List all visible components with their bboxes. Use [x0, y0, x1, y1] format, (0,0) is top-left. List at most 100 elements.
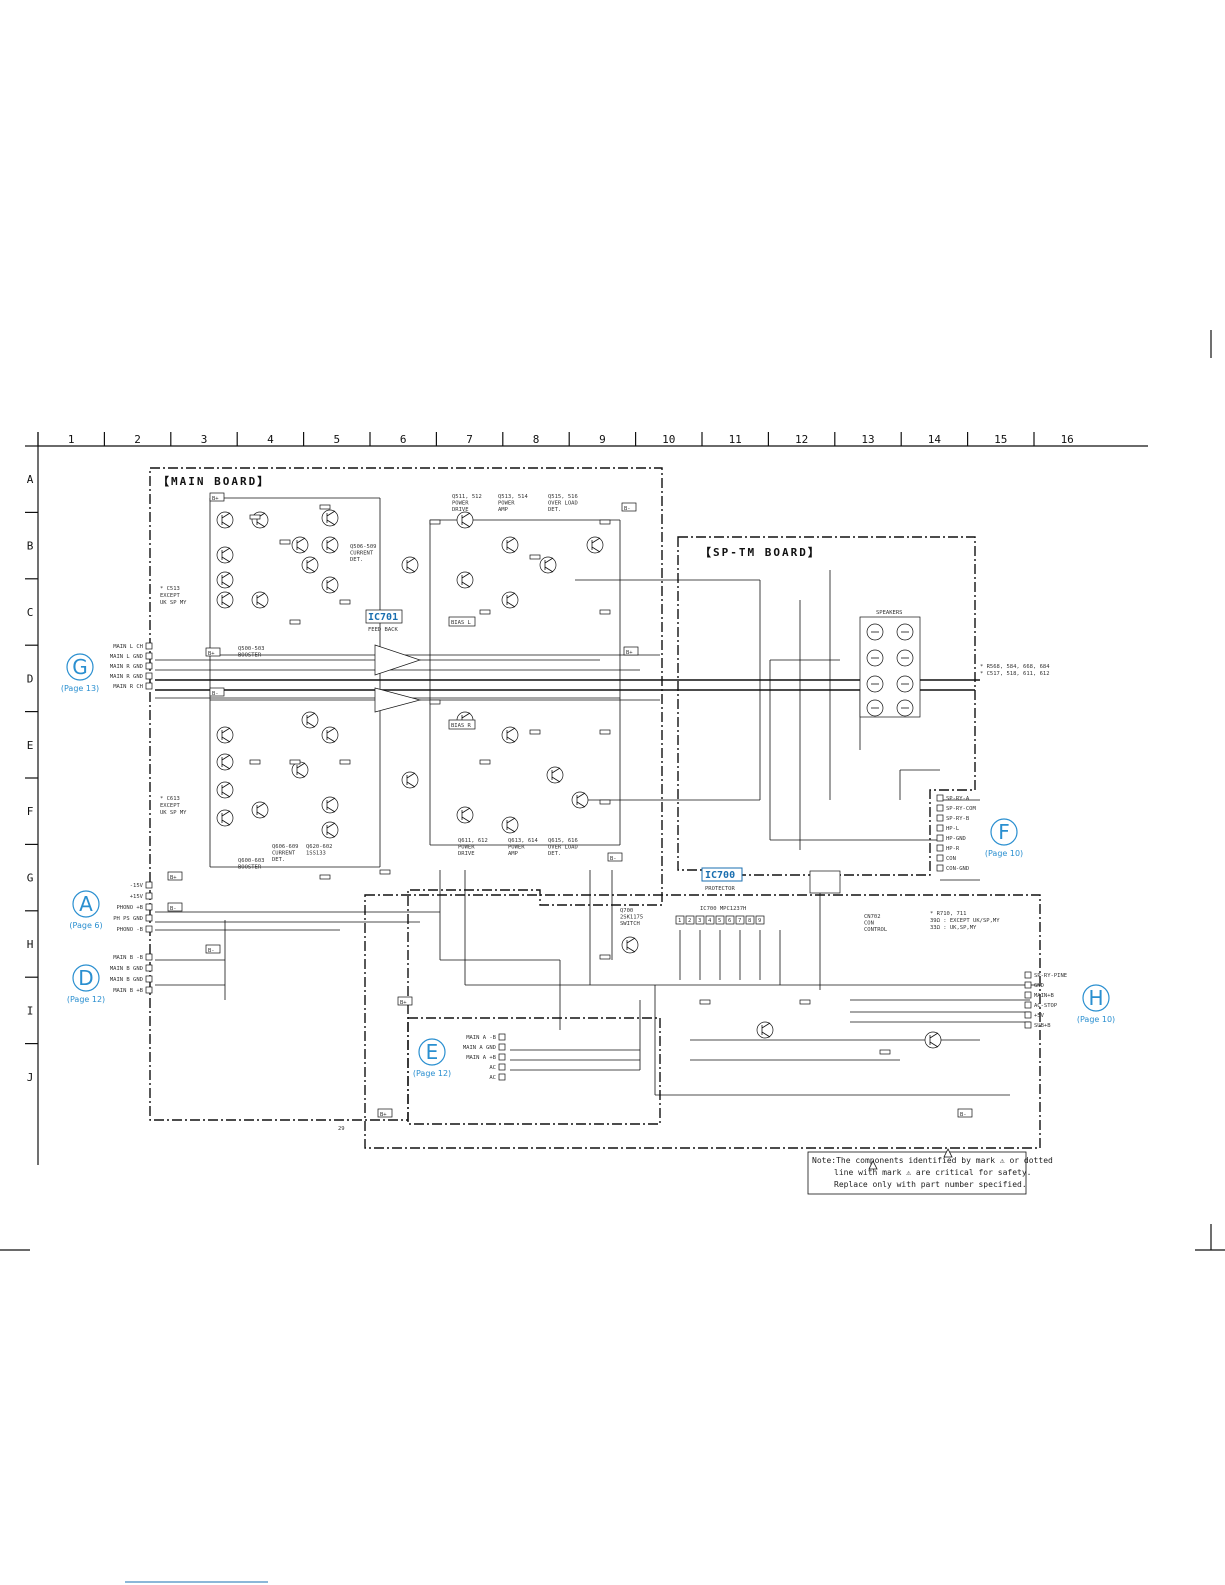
connector-circle[interactable]: [66, 653, 94, 681]
transistor-symbol: [321, 796, 339, 814]
ic700-pin: [715, 915, 725, 925]
column-number-3: 3: [201, 433, 208, 446]
page-connector-d[interactable]: D(Page 12): [67, 964, 105, 1004]
transistor-collector: [506, 537, 516, 544]
rail-tag-label: B-: [212, 691, 219, 697]
connector-pin: [498, 1043, 506, 1051]
transistor-symbol: [251, 511, 269, 529]
ic700-pin: [725, 915, 735, 925]
transistor-collector: [296, 537, 306, 544]
row-letter-J: J: [27, 1071, 34, 1084]
transistor-emitter: [221, 791, 231, 798]
transistor-emitter: [221, 581, 231, 588]
column-number-14: 14: [928, 433, 942, 446]
transistor-collector: [761, 1022, 771, 1029]
transistor-collector: [326, 797, 336, 804]
transistor-emitter: [256, 521, 266, 528]
transistor-emitter: [506, 826, 516, 833]
page-number: 29: [338, 1126, 345, 1132]
grid-frame: [37, 432, 1148, 1165]
page-connector-g[interactable]: G(Page 13): [61, 653, 99, 693]
transistor-emitter: [761, 1031, 771, 1038]
transistor-symbol: [216, 809, 234, 827]
transistor-collector: [591, 537, 601, 544]
ic700-pin-number: 3: [698, 918, 701, 924]
lower-board-outline: [364, 894, 1041, 1149]
ic700-sub: PROTECTOR: [705, 886, 735, 892]
rail-tag: [957, 1108, 973, 1118]
column-number-2: 2: [134, 433, 141, 446]
connector-letter: F: [998, 820, 1010, 844]
pin-label-h: SP-RY-PINE: [1034, 973, 1067, 979]
rail-tag: [167, 902, 183, 912]
row-letter-I: I: [27, 1004, 34, 1017]
connector-pin: [936, 844, 944, 852]
pin-label-f: HP-L: [946, 826, 960, 832]
bias-label-bias_l: BIAS L: [451, 620, 472, 626]
connector-circle[interactable]: [418, 1038, 446, 1066]
pin-label-d: MAIN B -B: [113, 955, 143, 961]
transistor-symbol: [586, 536, 604, 554]
connector-pin: [936, 854, 944, 862]
connector-circle[interactable]: [990, 818, 1018, 846]
ic700-pin-number: 5: [718, 918, 721, 924]
pin-label-d: MAIN B GND: [110, 977, 143, 983]
pin-label-a: PHONO +B: [117, 905, 144, 911]
transistor-collector: [221, 754, 231, 761]
transistor-emitter: [221, 601, 231, 608]
transistor-collector: [326, 727, 336, 734]
connector-letter: E: [426, 1040, 439, 1064]
pin-label-f: SP-RY-A: [946, 796, 970, 802]
page-connector-h[interactable]: H(Page 10): [1077, 984, 1115, 1024]
connector-circle[interactable]: [1082, 984, 1110, 1012]
safety-note-line3: Replace only with part number specified.: [834, 1180, 1027, 1189]
connector-pin: [1024, 1011, 1032, 1019]
ic700-pin: [675, 915, 685, 925]
connector-pin: [145, 964, 153, 972]
transistor-emitter: [221, 736, 231, 743]
connector-pin: [936, 794, 944, 802]
sp-tm-board-outline: [677, 536, 976, 876]
resistor-symbol: [429, 699, 441, 705]
column-number-7: 7: [466, 433, 473, 446]
connector-circle[interactable]: [72, 890, 100, 918]
page-connector-e[interactable]: E(Page 12): [413, 1038, 451, 1078]
bias-box: [448, 719, 476, 730]
resistor-symbol: [339, 599, 351, 605]
column-number-16: 16: [1061, 433, 1074, 446]
pin-label-g: MAIN R GND: [110, 664, 143, 670]
transistor-collector: [406, 772, 416, 779]
main-board-outline: [149, 467, 663, 1121]
page-connector-a[interactable]: A(Page 6): [69, 890, 103, 930]
transistor-symbol: [291, 761, 309, 779]
row-letter-A: A: [27, 473, 34, 486]
bias-box: [448, 616, 476, 627]
column-number-5: 5: [333, 433, 340, 446]
connector-pin: [498, 1073, 506, 1081]
ic701-opamp-lower: [374, 687, 422, 713]
connector-pin: [145, 953, 153, 961]
resistor-symbol: [479, 609, 491, 615]
pin-label-f: SP-RY-B: [946, 816, 970, 822]
rail-tag: [167, 871, 183, 881]
page-connector-f[interactable]: F(Page 10): [985, 818, 1023, 858]
rail-tag-label: B-: [170, 906, 177, 912]
connector-pin: [145, 662, 153, 670]
resistor-symbol: [799, 999, 811, 1005]
pin-label-e: MAIN A GND: [463, 1045, 496, 1051]
transistor-symbol: [571, 791, 589, 809]
connector-circle[interactable]: [72, 964, 100, 992]
transistor-emitter: [506, 736, 516, 743]
rail-tag: [623, 646, 639, 656]
transistor-collector: [544, 557, 554, 564]
crop-marks: [0, 330, 1225, 1583]
ic700-part: IC700 MPC1237H: [700, 906, 746, 912]
pin-label-h: MAIN+B: [1034, 993, 1055, 999]
transistor-collector: [576, 792, 586, 799]
transistor-emitter: [506, 601, 516, 608]
transistor-collector: [461, 712, 471, 719]
